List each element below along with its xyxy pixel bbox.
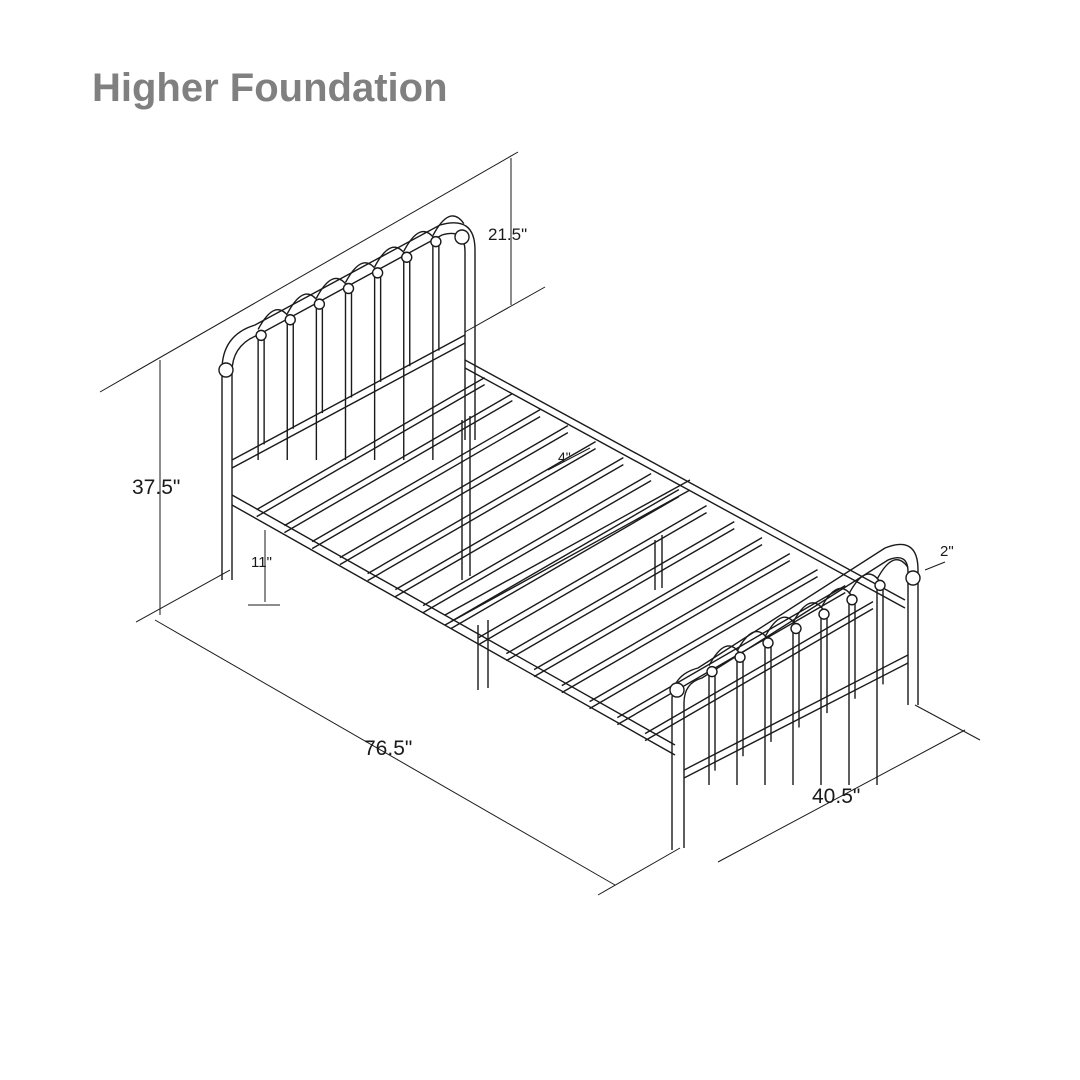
finial <box>874 579 886 592</box>
finial <box>846 594 858 606</box>
slat <box>644 600 874 742</box>
spindle <box>432 245 440 460</box>
spindle <box>764 646 772 785</box>
slat <box>561 552 791 694</box>
slat <box>616 584 846 726</box>
slat <box>256 376 485 518</box>
arch <box>432 215 465 236</box>
finial <box>342 282 355 295</box>
headboard-height-label: 21.5" <box>488 225 527 244</box>
slat <box>395 456 624 598</box>
headboard <box>221 222 476 580</box>
clearance-label: 11" <box>251 554 272 571</box>
finial <box>762 637 774 649</box>
finial <box>255 329 267 342</box>
spindle <box>736 661 744 785</box>
finial <box>371 267 384 279</box>
finial <box>430 235 442 248</box>
arch <box>257 308 290 330</box>
length-label: 76.5" <box>364 737 412 760</box>
slat <box>533 536 763 678</box>
spindle <box>708 675 716 785</box>
arch <box>403 230 436 252</box>
finial <box>734 651 746 663</box>
finial <box>313 298 326 310</box>
bed-frame <box>218 215 921 850</box>
arch <box>374 246 407 268</box>
spindle <box>876 589 884 785</box>
spindle <box>257 339 265 460</box>
post-diameter-label: 2" <box>940 543 954 560</box>
slat-spacing-label: 4" <box>558 449 571 465</box>
finial <box>790 622 802 635</box>
arch <box>286 293 319 315</box>
spindle <box>792 632 800 785</box>
spindle <box>403 261 411 460</box>
finial <box>706 665 718 678</box>
slat <box>589 568 818 710</box>
back-side-rail <box>464 359 906 609</box>
arch <box>315 277 348 299</box>
slat <box>478 504 707 646</box>
slat <box>422 472 652 614</box>
total-height-label: 37.5" <box>132 476 180 499</box>
spindle <box>344 292 353 460</box>
slat <box>339 424 569 566</box>
arch <box>876 558 909 580</box>
spindle <box>286 323 294 460</box>
slat <box>311 408 541 550</box>
spindle <box>848 603 856 785</box>
spindle <box>315 308 324 460</box>
slat <box>505 520 735 662</box>
spindle <box>373 276 382 460</box>
slat <box>367 440 596 582</box>
spindle <box>820 618 828 785</box>
page-title: Higher Foundation <box>92 66 448 110</box>
slat <box>450 488 680 630</box>
arch <box>344 262 378 283</box>
finial <box>818 608 830 620</box>
front-side-rail <box>231 494 676 756</box>
dimension-labels: 21.5" 37.5" 4" 11" 2" 76.5" 40.5" <box>132 225 954 808</box>
finial <box>401 251 413 263</box>
width-label: 40.5" <box>812 785 860 808</box>
dimension-lines <box>99 151 981 896</box>
slat <box>284 392 513 534</box>
finial <box>284 314 296 326</box>
